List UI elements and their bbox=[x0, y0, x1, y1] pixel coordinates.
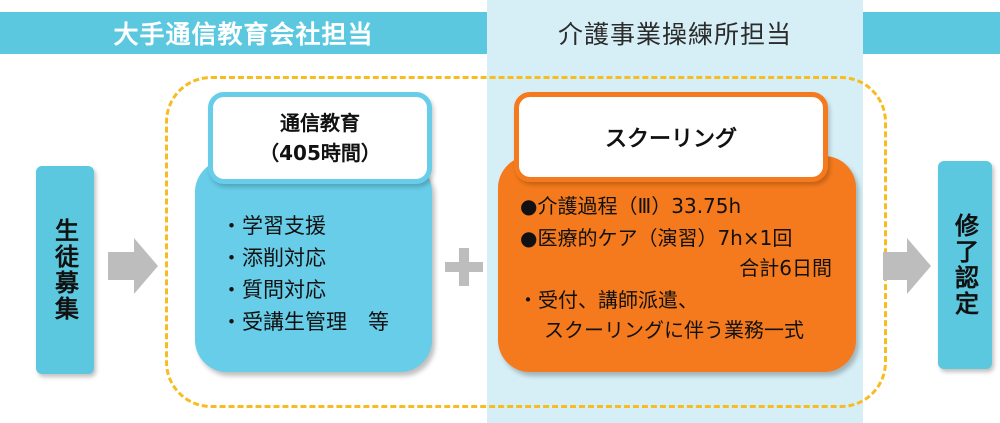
list-item: ・学習支援 bbox=[221, 214, 326, 238]
schooling-title: スクーリング bbox=[604, 127, 737, 152]
plus-icon bbox=[445, 248, 483, 286]
arrow-right-icon bbox=[108, 238, 158, 294]
dashed-enclosure bbox=[165, 76, 887, 408]
correspondence-hours: （405時間） bbox=[259, 141, 381, 165]
correspondence-content-box: ・学習支援 ・添削対応 ・質問対応 ・受講生管理 等 bbox=[195, 160, 432, 372]
header-left-bar: 大手通信教育会社担当 bbox=[0, 12, 487, 54]
schooling-line-medical-care: ●医療的ケア（演習）7h×1回 bbox=[520, 226, 793, 250]
list-item: ・添削対応 bbox=[221, 246, 326, 270]
correspondence-title-box: 通信教育 （405時間） bbox=[208, 92, 432, 184]
correspondence-title: 通信教育 bbox=[280, 111, 360, 135]
header-right-extension bbox=[863, 12, 1000, 54]
schooling-title-box: スクーリング bbox=[514, 92, 828, 182]
schooling-line-care-process: ●介護過程（Ⅲ）33.75h bbox=[520, 194, 742, 218]
header-left-label: 大手通信教育会社担当 bbox=[113, 20, 374, 49]
list-item: ・質問対応 bbox=[221, 278, 326, 302]
schooling-content-box: ●介護過程（Ⅲ）33.75h ●医療的ケア（演習）7h×1回 合計6日間 ・受付… bbox=[498, 156, 856, 372]
schooling-line-total-days: 合計6日間 bbox=[739, 256, 832, 280]
schooling-line-operations: スクーリングに伴う業務一式 bbox=[544, 318, 804, 342]
student-recruitment-label: 生徒募集 bbox=[50, 218, 79, 322]
header-right-bar: 介護事業操練所担当 bbox=[487, 12, 863, 54]
student-recruitment-box: 生徒募集 bbox=[36, 166, 94, 374]
list-item: ・受講生管理 等 bbox=[221, 310, 389, 334]
arrow-right-icon bbox=[883, 238, 931, 294]
completion-certification-label: 修了認定 bbox=[950, 213, 979, 317]
schooling-line-reception: ・受付、講師派遣、 bbox=[518, 288, 698, 312]
header-right-label: 介護事業操練所担当 bbox=[557, 20, 792, 49]
correspondence-item-list: ・学習支援 ・添削対応 ・質問対応 ・受講生管理 等 bbox=[221, 210, 389, 338]
completion-certification-box: 修了認定 bbox=[938, 161, 992, 369]
